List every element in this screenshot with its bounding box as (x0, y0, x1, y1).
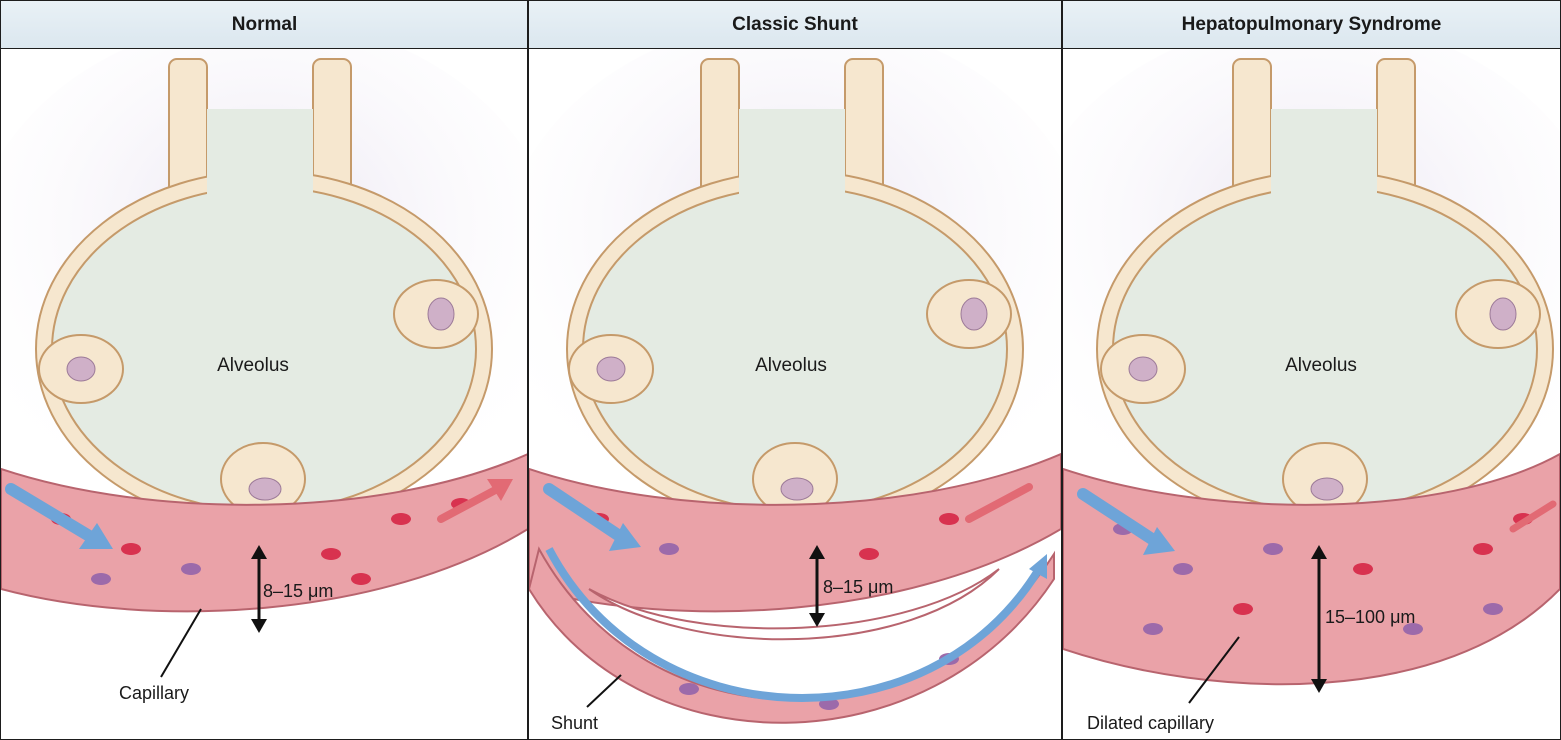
rbc (1263, 543, 1283, 555)
rbc (859, 548, 879, 560)
nucleus (67, 357, 95, 381)
panel-classic-shunt: Classic Shunt Alveolus (529, 1, 1061, 739)
callout-line (587, 675, 621, 707)
classic-shunt-illustration: Alveolus 8–15 μm (529, 49, 1061, 739)
diameter-label: 8–15 μm (263, 581, 333, 601)
rbc (351, 573, 371, 585)
rbc (1143, 623, 1163, 635)
callout-label: Dilated capillary (1087, 713, 1214, 733)
arrow-head (251, 619, 267, 633)
panel-title: Classic Shunt (529, 1, 1061, 49)
rbc (121, 543, 141, 555)
rbc (321, 548, 341, 560)
hps-illustration: Alveolus 15–100 μm Di (1063, 49, 1560, 739)
panel-title: Hepatopulmonary Syndrome (1063, 1, 1560, 49)
callout-line (161, 609, 201, 677)
diameter-label: 15–100 μm (1325, 607, 1415, 627)
rbc (391, 513, 411, 525)
arrow-head (1311, 679, 1327, 693)
airway-lumen (739, 109, 845, 219)
rbc (679, 683, 699, 695)
nucleus (428, 298, 454, 330)
diameter-label: 8–15 μm (823, 577, 893, 597)
arrow-head (809, 613, 825, 627)
rbc (181, 563, 201, 575)
alveolus-label: Alveolus (755, 355, 827, 376)
rbc (1483, 603, 1503, 615)
rbc (1173, 563, 1193, 575)
normal-illustration: Alveolus 8–15 μm Capillary (1, 49, 528, 739)
rbc (91, 573, 111, 585)
rbc (1353, 563, 1373, 575)
panel-hepatopulmonary-syndrome: Hepatopulmonary Syndrome Alveolus (1063, 1, 1560, 739)
nucleus (1490, 298, 1516, 330)
nucleus (1311, 478, 1343, 500)
nucleus (1129, 357, 1157, 381)
alveolus-label: Alveolus (1285, 355, 1357, 376)
rbc (1233, 603, 1253, 615)
callout-label: Shunt (551, 713, 598, 733)
nucleus (961, 298, 987, 330)
nucleus (597, 357, 625, 381)
panel-title: Normal (1, 1, 528, 49)
nucleus (249, 478, 281, 500)
rbc (1473, 543, 1493, 555)
nucleus (781, 478, 813, 500)
rbc (939, 513, 959, 525)
alveolus-label: Alveolus (217, 355, 289, 376)
airway-lumen (1271, 109, 1377, 219)
airway-lumen (207, 109, 313, 219)
panel-normal: Normal Alveolus (1, 1, 528, 739)
callout-label: Capillary (119, 683, 189, 703)
rbc (659, 543, 679, 555)
